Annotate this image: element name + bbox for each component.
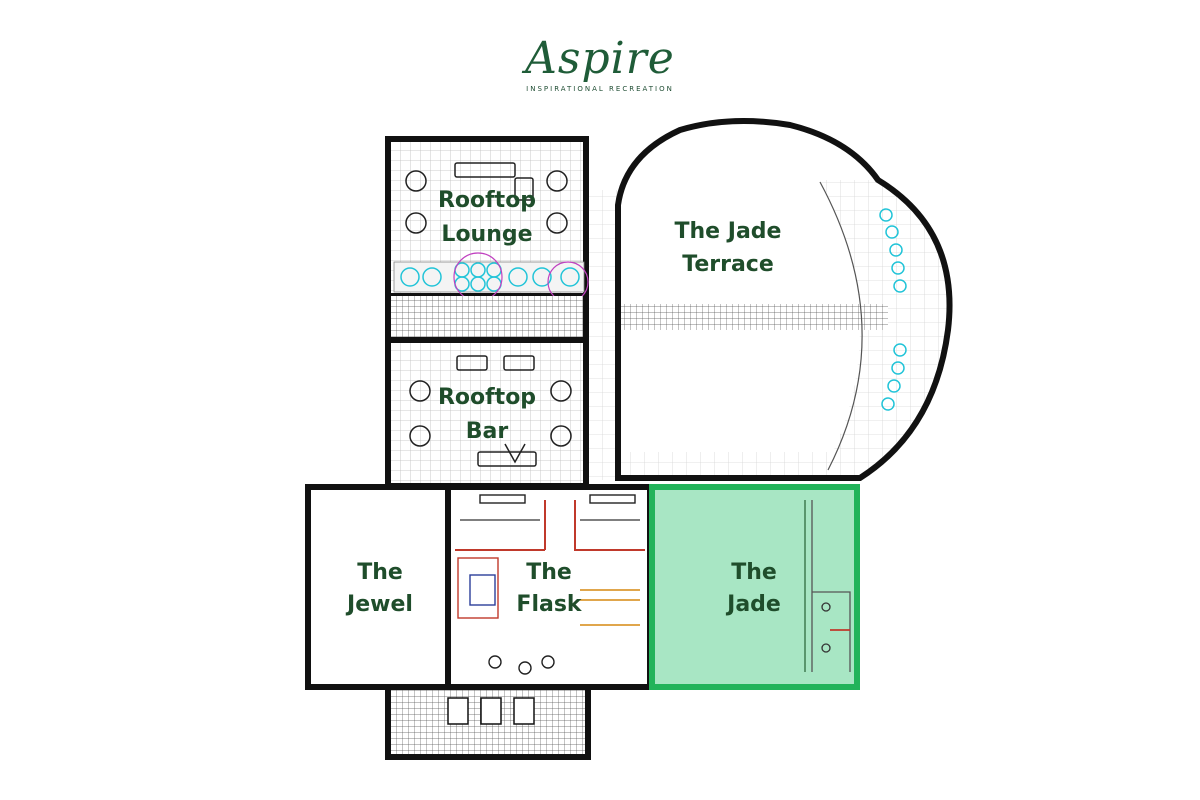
jade-terrace-label-line1: The Jade xyxy=(675,219,782,244)
stair-connector xyxy=(388,296,586,340)
bar-seating xyxy=(409,355,572,467)
room-rooftop-lounge: Rooftop Lounge xyxy=(385,136,589,303)
aspire-logo: Aspire INSPIRATIONAL RECREATION xyxy=(0,30,1200,93)
room-flask: The Flask xyxy=(445,484,653,690)
terrace-planters xyxy=(879,208,907,411)
rooftop-lounge-label-line1: Rooftop xyxy=(438,188,536,213)
jade-label-line1: The xyxy=(731,560,777,585)
flask-fixtures xyxy=(455,494,645,675)
room-jade: The Jade xyxy=(649,484,860,690)
lounge-seating xyxy=(405,162,568,234)
rooftop-bar-label-line1: Rooftop xyxy=(438,385,536,410)
flask-label-line2: Flask xyxy=(516,592,583,617)
room-jade-terrace: The Jade Terrace xyxy=(615,118,953,481)
jewel-label-line2: Jewel xyxy=(345,592,413,617)
bottom-patio xyxy=(385,684,591,760)
rooftop-lounge-label-line2: Lounge xyxy=(441,222,532,247)
logo-wordmark: Aspire xyxy=(525,33,675,84)
logo-tagline: INSPIRATIONAL RECREATION xyxy=(526,85,674,94)
jade-terrace-label-line2: Terrace xyxy=(682,252,774,277)
room-rooftop-bar: Rooftop Bar xyxy=(385,337,589,489)
flask-label-line1: The xyxy=(526,560,572,585)
jade-fixtures xyxy=(804,500,851,672)
jade-label-line2: Jade xyxy=(725,592,781,617)
room-jewel: The Jewel xyxy=(305,484,451,690)
jewel-label-line1: The xyxy=(357,560,403,585)
rooftop-bar-label-line2: Bar xyxy=(466,419,509,444)
